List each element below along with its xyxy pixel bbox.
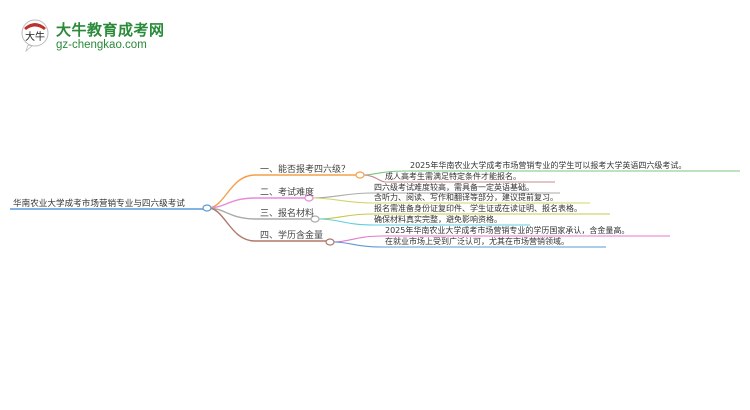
branch-node-eligibility[interactable]: 一、能否报考四六级？ xyxy=(260,165,351,175)
site-logo[interactable]: 大牛 大牛教育成考网 gz-chengkao.com xyxy=(20,18,200,58)
leaf-node[interactable]: 2025年华南农业大学成考市场营销专业的学生可以报考大学英语四六级考试。 xyxy=(410,161,687,170)
logo-title: 大牛教育成考网 xyxy=(56,21,165,39)
leaf-node[interactable]: 含听力、阅读、写作和翻译等部分，建议提前复习。 xyxy=(374,193,558,202)
logo-url: gz-chengkao.com xyxy=(56,39,147,51)
branch-node-materials[interactable]: 三、报名材料 xyxy=(260,209,315,219)
leaf-node[interactable]: 2025年华南农业大学成考市场营销专业的学历国家承认，含金量高。 xyxy=(385,226,630,235)
leaf-node[interactable]: 报名需准备身份证复印件、学生证或在读证明、报名表格。 xyxy=(374,204,582,213)
leaf-node[interactable]: 四六级考试难度较高，需具备一定英语基础。 xyxy=(374,183,534,192)
leaf-node[interactable]: 确保材料真实完整，避免影响资格。 xyxy=(374,215,502,224)
branch-node-difficulty[interactable]: 二、考试难度 xyxy=(260,188,315,198)
leaf-node[interactable]: 在就业市场上受到广泛认可，尤其在市场营销领域。 xyxy=(385,237,569,246)
leaf-node[interactable]: 成人高考生需满足特定条件才能报名。 xyxy=(385,172,521,181)
logo-badge-icon: 大牛 xyxy=(21,19,49,52)
svg-text:大牛: 大牛 xyxy=(25,30,45,43)
mindmap-root-node[interactable]: 华南农业大学成考市场营销专业与四六级考试 xyxy=(13,199,185,209)
branch-node-value[interactable]: 四、学历含金量 xyxy=(260,231,324,241)
